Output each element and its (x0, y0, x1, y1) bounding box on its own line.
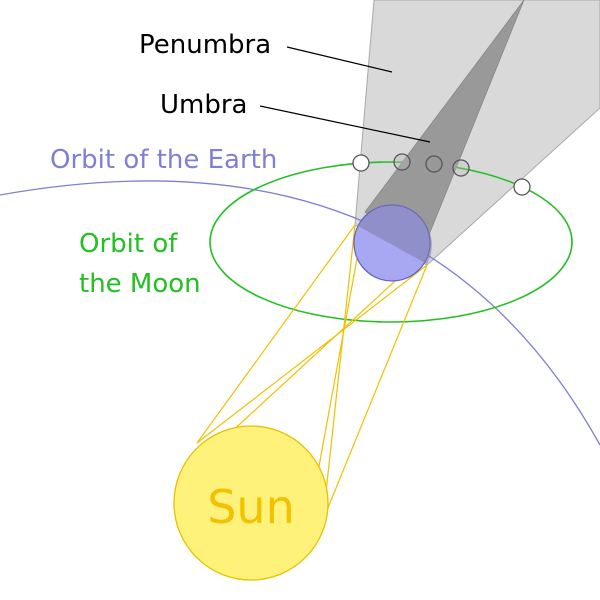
earth-orbit-label: Orbit of the Earth (50, 145, 277, 175)
penumbra-label: Penumbra (139, 30, 271, 60)
moon-position-1 (352, 154, 370, 172)
earth-orbit (0, 180, 600, 446)
moon-orbit-label-line2: the Moon (79, 269, 201, 299)
moon-orbit-label-line1: Orbit of (79, 229, 178, 259)
moon-orbit (209, 161, 573, 323)
umbra-leader-line (259, 105, 431, 143)
umbra-label: Umbra (160, 90, 247, 120)
moon-position-4 (452, 159, 470, 177)
moon-position-3 (425, 155, 443, 173)
moon-position-5 (513, 178, 531, 196)
sun-rays (196, 214, 428, 521)
penumbra-leader-line (286, 46, 393, 73)
moon-position-2 (393, 153, 411, 171)
moon-positions (352, 153, 531, 196)
sun-label: Sun (207, 480, 295, 534)
sun-circle (173, 425, 329, 581)
earth-shadow-overlay (358, 205, 432, 264)
